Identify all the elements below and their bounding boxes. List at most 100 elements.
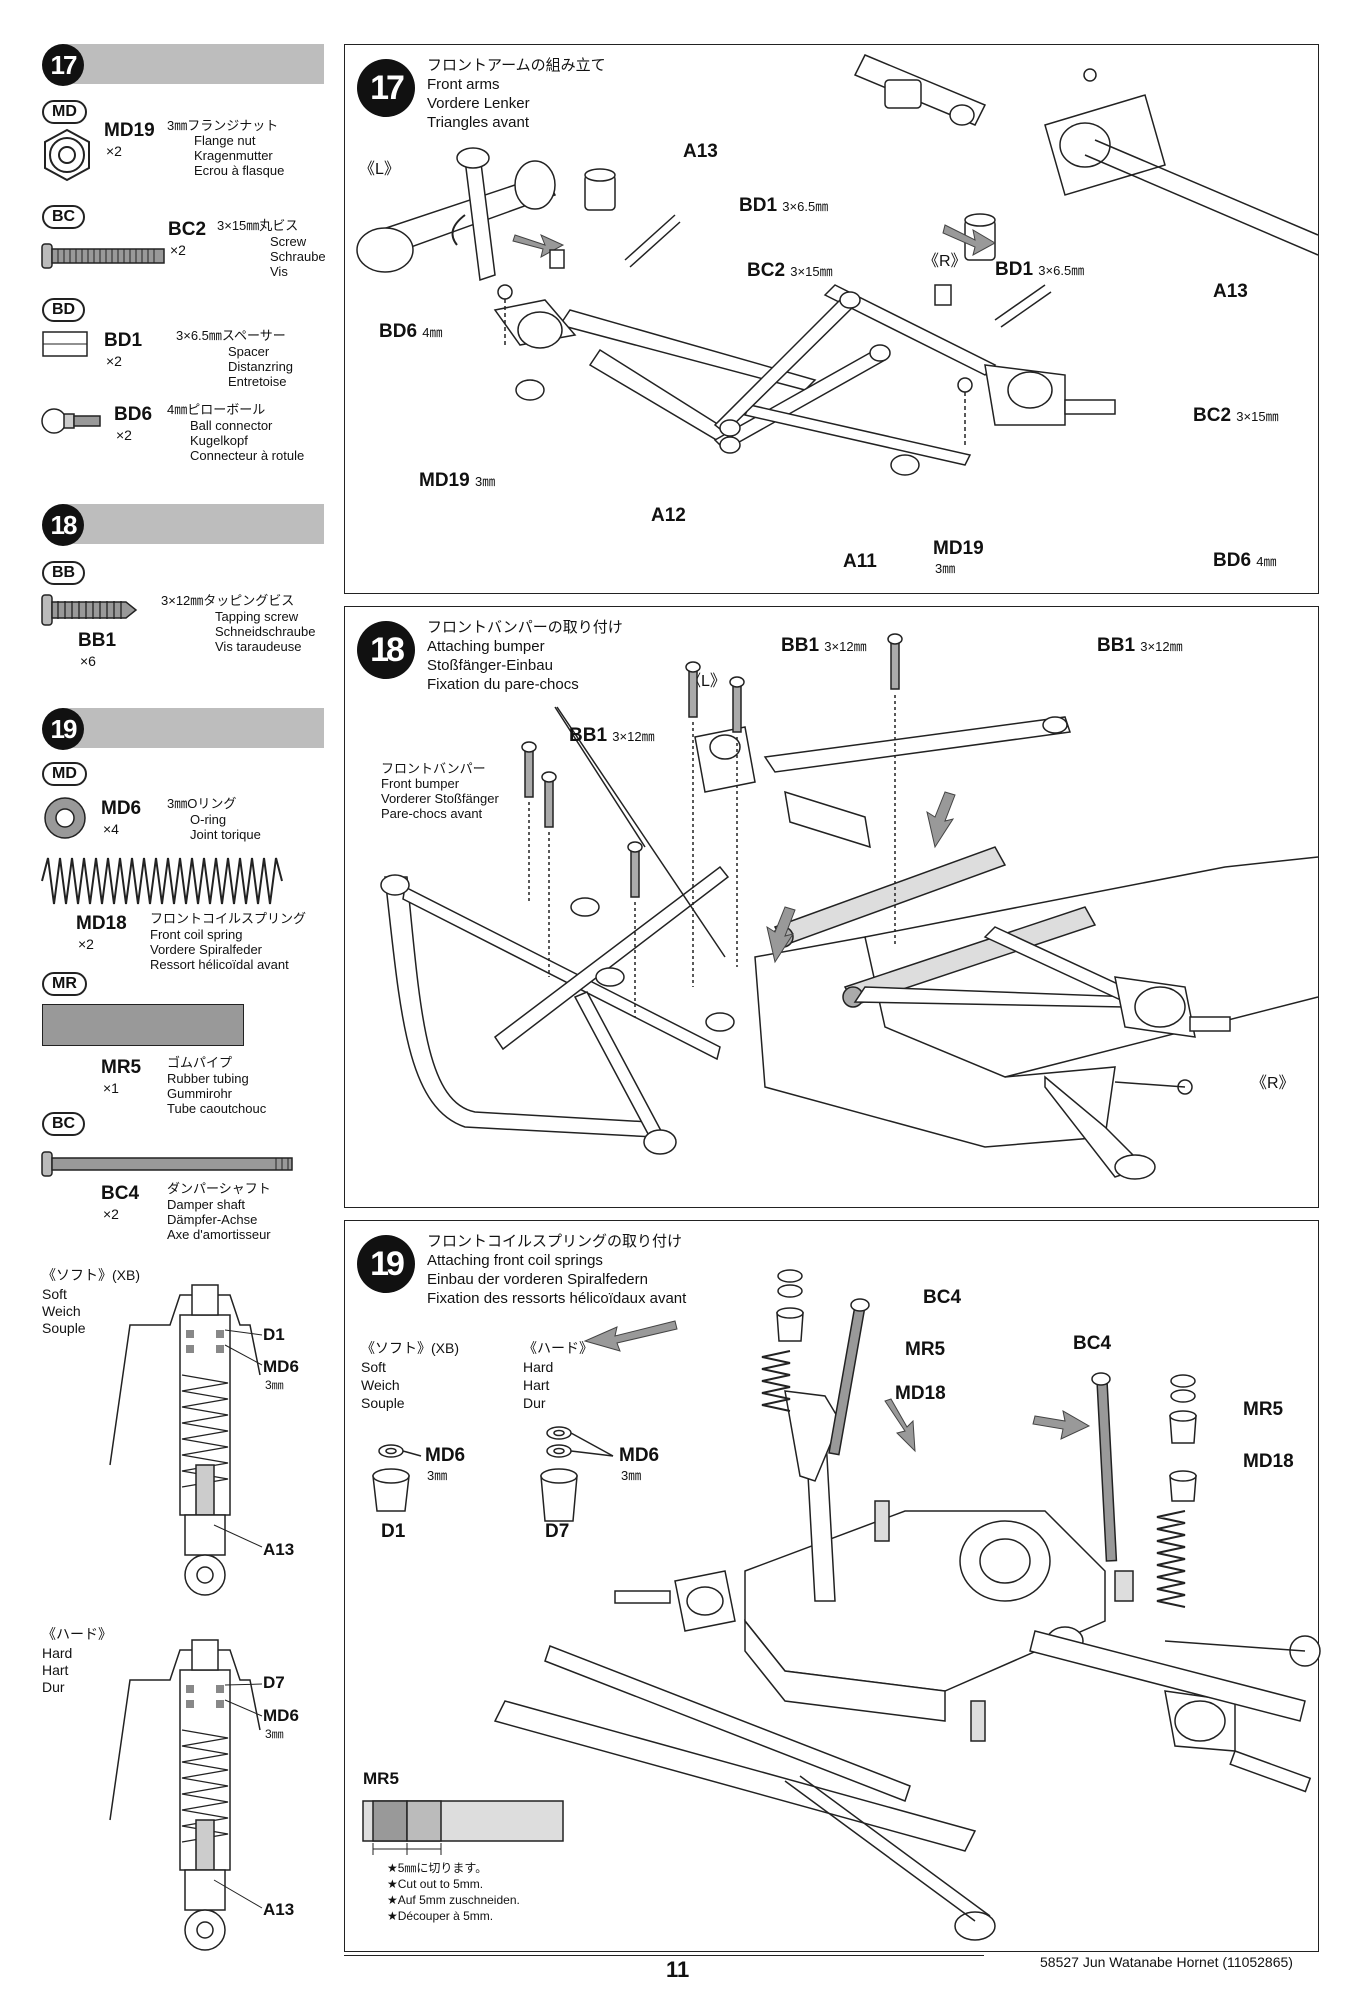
mr5-cut-en: ★Cut out to 5mm. <box>387 1877 484 1891</box>
bag-md-label: MD <box>42 100 87 124</box>
step-19-title-jp: フロントコイルスプリングの取り付け <box>427 1233 683 1250</box>
step-17-number: 17 <box>357 59 415 117</box>
hard-d7-label: D7 <box>263 1673 285 1692</box>
md19-fr: Ecrou à flasque <box>194 163 285 178</box>
rubber-tubing-icon <box>42 1004 244 1046</box>
bd6-code: BD6 <box>114 404 153 425</box>
soft-label-jp: 《ソフト》(XB) <box>42 1267 140 1283</box>
mr5-fr: Tube caoutchouc <box>167 1101 267 1116</box>
step-18-title-en: Attaching bumper <box>427 638 545 655</box>
soft-a13-label: A13 <box>263 1540 295 1559</box>
soft-d1-panel-label: D1 <box>381 1521 406 1542</box>
md19-de: Kragenmutter <box>194 148 273 163</box>
soft-md6-panel-size: 3㎜ <box>427 1468 448 1483</box>
hard-option-en: Hard <box>523 1359 554 1375</box>
mr5-cut-diagram <box>362 1800 564 1855</box>
step-17-right-side-label: 《R》 <box>923 253 967 270</box>
mr5-qty: ×1 <box>103 1080 119 1096</box>
md19-qty: ×2 <box>106 143 122 159</box>
label-bc4-right: BC4 <box>1073 1333 1112 1354</box>
label-mr5-right: MR5 <box>1243 1399 1284 1420</box>
md6-de: Joint torique <box>190 827 261 842</box>
step-19-title-en: Attaching front coil springs <box>427 1252 603 1269</box>
label-bb1-c: BB1 3×12㎜ <box>1097 635 1183 656</box>
soft-damper-illustration <box>109 1284 263 1596</box>
step-17-badge: 17 <box>42 44 84 86</box>
spacer-icon <box>42 331 88 357</box>
bag-md-label-19: MD <box>42 762 87 786</box>
hard-option-de: Hart <box>523 1377 550 1393</box>
md18-size: フロントコイルスプリング <box>150 911 307 926</box>
kit-code: 58527 Jun Watanabe Hornet (11052865) <box>1040 1954 1293 1970</box>
label-mr5-left: MR5 <box>905 1339 946 1360</box>
mr5-cut-jp: ★5㎜に切ります。 <box>387 1861 488 1875</box>
step-19-header-bar <box>62 708 324 748</box>
bag-bc-label: BC <box>42 205 86 229</box>
soft-label-fr: Souple <box>42 1320 86 1336</box>
step-17-title-en: Front arms <box>427 76 500 93</box>
md6-code: MD6 <box>101 798 142 819</box>
soft-md6-panel-label: MD6 <box>425 1445 466 1466</box>
bb1-de: Schneidschraube <box>215 624 316 639</box>
step-17-header-bar <box>62 44 324 84</box>
md19-size: 3㎜フランジナット <box>167 118 279 133</box>
coil-spring-assembly-drawing <box>372 1269 1321 1941</box>
soft-option-en: Soft <box>361 1359 386 1375</box>
page-number: 11 <box>666 1957 690 1982</box>
bd6-de: Kugelkopf <box>190 433 248 448</box>
md18-de: Vordere Spiralfeder <box>150 942 263 957</box>
soft-label-en: Soft <box>42 1286 67 1302</box>
bd1-qty: ×2 <box>106 353 122 369</box>
label-a13-right: A13 <box>1213 281 1248 302</box>
md19-code: MD19 <box>104 120 155 141</box>
bb1-qty: ×6 <box>80 653 96 669</box>
label-bb1-b: BB1 3×12㎜ <box>781 635 867 656</box>
step-18-right-side-label: 《R》 <box>1251 1075 1295 1092</box>
bd6-qty: ×2 <box>116 427 132 443</box>
bc2-size: 3×15㎜丸ビス <box>217 218 299 233</box>
label-md18-right: MD18 <box>1243 1451 1294 1472</box>
step-17-title-jp: フロントアームの組み立て <box>427 57 606 74</box>
step-19-badge: 19 <box>42 708 84 750</box>
step-17-title-de: Vordere Lenker <box>427 95 530 112</box>
coil-spring-icon <box>41 857 283 905</box>
label-a11: A11 <box>843 551 877 572</box>
hard-option-fr: Dur <box>523 1395 546 1411</box>
footer-rule <box>344 1955 984 1956</box>
label-md19-right-size: 3㎜ <box>935 561 956 576</box>
step-18-title-jp: フロントバンパーの取り付け <box>427 619 623 636</box>
md19-en: Flange nut <box>194 133 256 148</box>
front-bumper-label-fr: Pare-chocs avant <box>381 806 483 821</box>
soft-option-jp: 《ソフト》(XB) <box>361 1340 459 1356</box>
hard-option-jp: 《ハード》 <box>523 1340 593 1356</box>
bd1-fr: Entretoise <box>228 374 287 389</box>
step-17-panel: 17 フロントアームの組み立て Front arms Vordere Lenke… <box>344 44 1319 594</box>
label-bd6-right: BD6 4㎜ <box>1213 550 1277 571</box>
hard-label-de: Hart <box>42 1662 69 1678</box>
bb1-fr: Vis taraudeuse <box>215 639 302 654</box>
hard-damper-illustration <box>109 1639 263 1951</box>
mr5-code: MR5 <box>101 1057 142 1078</box>
bd1-size: 3×6.5㎜スペーサー <box>176 328 286 343</box>
bc2-qty: ×2 <box>170 242 186 258</box>
bb1-en: Tapping screw <box>215 609 299 624</box>
hard-label-en: Hard <box>42 1645 73 1661</box>
hard-d7-panel-label: D7 <box>545 1521 570 1542</box>
mr5-en: Rubber tubing <box>167 1071 249 1086</box>
label-bb1-a: BB1 3×12㎜ <box>569 725 655 746</box>
hard-md6-panel-size: 3㎜ <box>621 1468 642 1483</box>
hard-label-fr: Dur <box>42 1679 65 1695</box>
bd1-code: BD1 <box>104 330 143 351</box>
md6-en: O-ring <box>190 812 227 827</box>
label-md18-left: MD18 <box>895 1383 946 1404</box>
mr5-size: ゴムパイプ <box>167 1055 233 1070</box>
front-arms-assembly-drawing <box>356 54 1319 476</box>
mr5-cut-de: ★Auf 5mm zuschneiden. <box>387 1893 520 1907</box>
bag-bc-label-19: BC <box>42 1112 86 1136</box>
step-17-title-fr: Triangles avant <box>427 114 529 131</box>
step-19-title-de: Einbau der vorderen Spiralfedern <box>427 1271 648 1288</box>
step-18-number: 18 <box>357 621 415 679</box>
o-ring-icon <box>44 797 86 839</box>
label-a12: A12 <box>651 505 686 526</box>
soft-option-de: Weich <box>361 1377 400 1393</box>
